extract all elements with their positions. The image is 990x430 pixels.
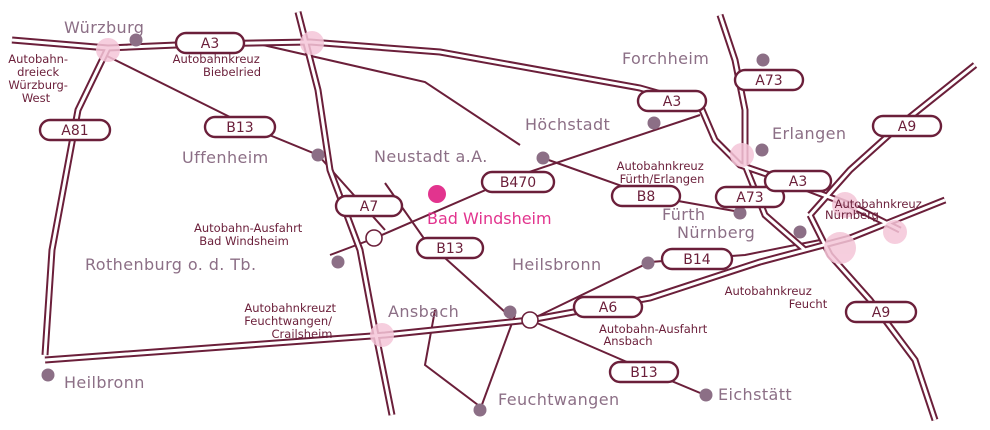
svg-text:A3: A3 — [789, 174, 807, 190]
city-dots — [41, 33, 807, 417]
svg-text:B8: B8 — [637, 189, 656, 205]
svg-text:B13: B13 — [226, 120, 253, 136]
annotations: Autobahn- dreieck Würzburg- West Autobah… — [8, 52, 925, 348]
dot-heilbronn — [41, 368, 55, 382]
shield-b8: B8 — [610, 184, 682, 208]
label-uffenheim: Uffenheim — [182, 148, 269, 167]
anno-ausfahrt-bad-windsheim: Autobahn-Ausfahrt Bad Windsheim — [194, 221, 306, 248]
junctions — [96, 31, 907, 347]
shield-a7: A7 — [334, 194, 404, 218]
city-labels: Würzburg Forchheim Höchstadt Erlangen Uf… — [64, 18, 846, 409]
svg-text:A9: A9 — [898, 119, 916, 135]
exit-ansbach — [521, 311, 539, 329]
dot-fuerth — [733, 206, 747, 220]
shield-b13-south: B13 — [608, 360, 680, 384]
label-heilbronn: Heilbronn — [64, 373, 145, 392]
svg-text:A7: A7 — [360, 199, 378, 215]
label-heilsbronn: Heilsbronn — [512, 255, 602, 274]
autobahn-a81 — [41, 46, 112, 356]
dot-rothenburg — [331, 255, 345, 269]
shield-a3-mid: A3 — [636, 89, 708, 113]
shield-b13-mid: B13 — [415, 236, 485, 260]
svg-text:A3: A3 — [663, 94, 681, 110]
label-hoechstadt: Höchstadt — [525, 115, 610, 134]
shield-a73-south: A73 — [714, 185, 786, 209]
svg-text:A73: A73 — [755, 73, 782, 89]
shield-b470: B470 — [480, 170, 556, 194]
shield-a3-west: A3 — [174, 31, 246, 55]
svg-text:A81: A81 — [61, 123, 88, 139]
label-neustadt: Neustadt a.A. — [374, 147, 488, 166]
svg-text:A3: A3 — [201, 36, 219, 52]
anno-kreuz-feucht: Autobahnkreuz Feucht — [725, 284, 828, 311]
junction-fuerth-erlangen — [730, 143, 754, 167]
label-ansbach: Ansbach — [388, 302, 459, 321]
label-eichstaett: Eichstätt — [718, 385, 792, 404]
label-forchheim: Forchheim — [622, 49, 709, 68]
anno-kreuz-feuchtwangen: Autobahnkreuzt Feuchtwangen/ Crailsheim — [244, 301, 339, 341]
dot-eichstaett — [699, 388, 713, 402]
label-nuernberg: Nürnberg — [677, 223, 755, 242]
svg-text:A9: A9 — [872, 305, 890, 321]
junction-feuchtwangen — [370, 323, 394, 347]
shield-a73-north: A73 — [733, 68, 805, 92]
svg-text:A6: A6 — [599, 300, 618, 316]
dot-uffenheim — [311, 148, 325, 162]
dot-hoechstadt — [647, 116, 661, 130]
exit-bad-windsheim — [365, 229, 383, 247]
dot-feuchtwangen — [473, 403, 487, 417]
junction-wuerzburg-west — [96, 38, 120, 62]
label-bad-windsheim: Bad Windsheim — [427, 209, 552, 228]
dot-ansbach — [503, 305, 517, 319]
exit-rings — [365, 229, 539, 329]
dot-forchheim — [756, 53, 770, 67]
anno-kreuz-fuerth-erlangen: Autobahnkreuz Fürth/Erlangen — [617, 159, 708, 186]
road-ansbach-feuchtwangen — [479, 314, 516, 411]
dot-heilsbronn — [641, 256, 655, 270]
dot-neustadt — [536, 151, 550, 165]
shield-a9-south: A9 — [844, 300, 918, 324]
road-shields: A3 A81 B13 A7 B13 B470 A3 A73 — [38, 31, 943, 384]
dot-nuernberg — [793, 225, 807, 239]
shield-b13-north: B13 — [203, 115, 277, 139]
label-rothenburg: Rothenburg o. d. Tb. — [85, 255, 256, 274]
svg-text:B470: B470 — [500, 175, 536, 191]
label-erlangen: Erlangen — [772, 124, 846, 143]
svg-text:B13: B13 — [630, 365, 657, 381]
anno-ausfahrt-ansbach: Autobahn-Ausfahrt Ansbach — [599, 322, 711, 348]
junction-nuernberg-east — [883, 220, 907, 244]
shield-a81: A81 — [38, 118, 112, 142]
road-b13-north — [104, 54, 386, 231]
label-feuchtwangen: Feuchtwangen — [498, 390, 620, 409]
junction-biebelried — [300, 31, 324, 55]
anno-dreieck-wuerzburg-west: Autobahn- dreieck Würzburg- West — [8, 52, 71, 105]
shield-a6: A6 — [572, 295, 644, 319]
junction-nuernberg — [832, 192, 858, 218]
label-wuerzburg: Würzburg — [64, 18, 144, 37]
svg-text:B13: B13 — [436, 241, 463, 257]
shield-a3-east: A3 — [763, 169, 833, 193]
junction-feucht — [824, 232, 856, 264]
svg-text:A73: A73 — [736, 190, 763, 206]
shield-b14: B14 — [660, 247, 734, 271]
anno-kreuz-biebelried: Autobahnkreuz Biebelried — [173, 52, 264, 79]
label-fuerth: Fürth — [662, 205, 705, 224]
dot-erlangen — [755, 143, 769, 157]
shield-a9-north: A9 — [871, 114, 943, 138]
svg-text:B14: B14 — [683, 252, 711, 268]
dot-bad-windsheim — [428, 185, 446, 203]
anno-kreuz-nuernberg: Autobahnkreuz Nürnberg — [825, 197, 925, 222]
dot-wuerzburg — [129, 33, 143, 47]
